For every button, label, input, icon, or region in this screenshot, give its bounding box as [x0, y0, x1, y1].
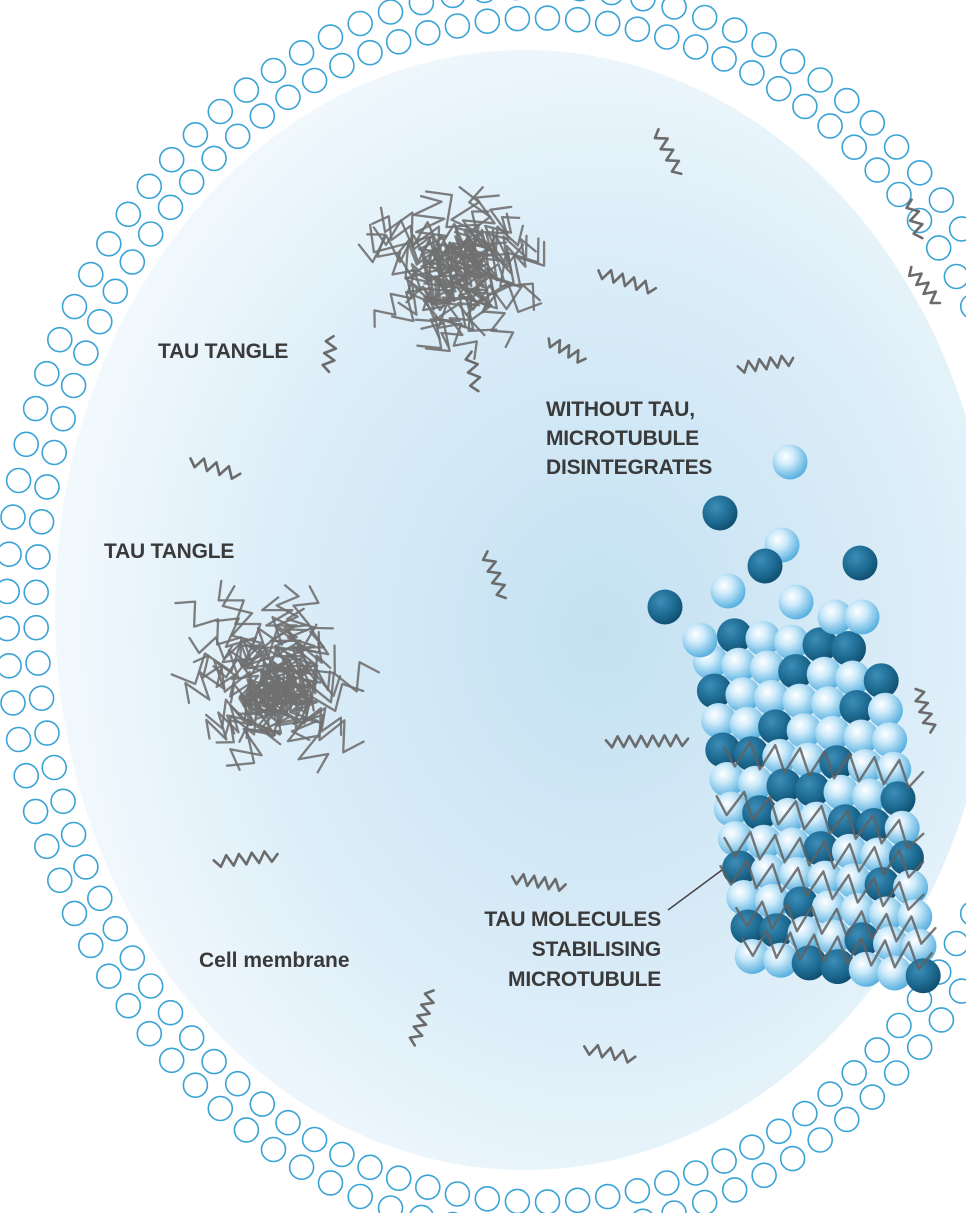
detached-subunit: [845, 600, 880, 635]
label-stabilising-2: STABILISING: [532, 938, 661, 961]
label-without-tau-1: WITHOUT TAU,: [546, 398, 695, 421]
detached-subunit: [779, 585, 814, 620]
label-tau-tangle-upper: TAU TANGLE: [158, 340, 288, 363]
microtubule-subunit: [864, 663, 899, 698]
detached-subunit: [648, 590, 683, 625]
label-stabilising-3: MICROTUBULE: [508, 968, 661, 991]
label-tau-tangle-lower: TAU TANGLE: [104, 540, 234, 563]
microtubule-subunit: [868, 693, 903, 728]
detached-subunit: [843, 546, 878, 581]
microtubule-subunit: [872, 722, 907, 757]
label-stabilising-1: TAU MOLECULES: [484, 908, 661, 931]
detached-subunit: [711, 574, 746, 609]
label-without-tau-2: MICROTUBULE: [546, 427, 699, 450]
label-cell-membrane: Cell membrane: [199, 949, 350, 972]
detached-subunit: [748, 549, 783, 584]
label-without-tau-3: DISINTEGRATES: [546, 456, 712, 479]
detached-subunit: [683, 623, 718, 658]
microtubule-subunit: [831, 631, 866, 666]
detached-subunit: [703, 496, 738, 531]
detached-subunit: [773, 445, 808, 480]
